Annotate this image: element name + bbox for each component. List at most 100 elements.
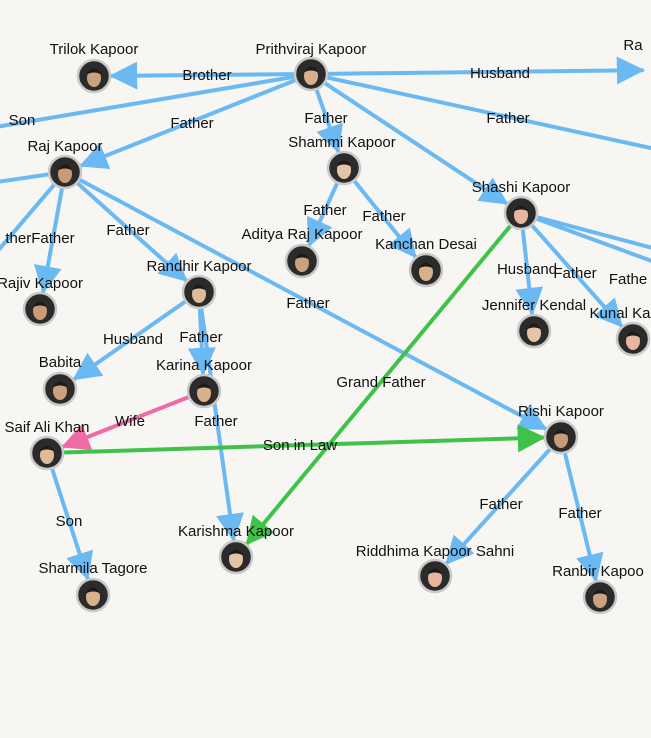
node-label-babita: Babita: [39, 354, 82, 371]
avatar-hair-icon: [553, 429, 569, 436]
node-label-ranbir: Ranbir Kapoo: [552, 563, 644, 580]
node-label-raj: Raj Kapoor: [27, 138, 102, 155]
edge-label-fathe: Fathe: [609, 271, 647, 288]
node-karina[interactable]: Karina Kapoor: [156, 357, 252, 409]
node-kanchan[interactable]: Kanchan Desai: [375, 236, 477, 288]
edge-shashi-to-karishma: [245, 223, 513, 546]
edge-label-father: Father: [170, 115, 213, 132]
edge-label-son: Son: [9, 112, 36, 129]
node-prithviraj[interactable]: Prithviraj Kapoor: [256, 41, 367, 92]
avatar-face-icon: [197, 384, 211, 402]
edge-saif-to-rishi: [60, 424, 546, 455]
node-label-trilok: Trilok Kapoor: [50, 41, 139, 58]
edge-prithviraj-to-shammi: [314, 87, 343, 154]
avatar-hair-icon: [86, 68, 102, 75]
avatar-hair-icon: [592, 589, 608, 596]
avatar-hair-icon: [418, 262, 434, 269]
edge-randhir-to-babita: [72, 299, 188, 381]
edge-shammi-to-aditya: [307, 180, 340, 248]
node-riddhima[interactable]: Riddhima Kapoor Sahni: [356, 543, 514, 594]
node-jennifer[interactable]: Jennifer Kendal: [482, 297, 586, 349]
avatar-hair-icon: [196, 383, 212, 390]
avatar-face-icon: [554, 430, 568, 448]
node-karishma[interactable]: Karishma Kapoor: [178, 523, 294, 575]
avatar-face-icon: [33, 302, 47, 320]
node-shammi[interactable]: Shammi Kapoor: [288, 134, 396, 186]
node-label-shashi: Shashi Kapoor: [472, 179, 570, 196]
node-trilok[interactable]: Trilok Kapoor: [50, 41, 139, 94]
avatar-face-icon: [40, 446, 54, 464]
edge-randhir-to-karina: [187, 305, 216, 376]
node-label-saif: Saif Ali Khan: [4, 419, 89, 436]
node-babita[interactable]: Babita: [39, 354, 82, 407]
edge-label-father: Father: [553, 265, 596, 282]
edge-label-father: Father: [303, 202, 346, 219]
edge-raj-to-left_cut: [0, 172, 52, 184]
edge-label-husband: Husband: [497, 261, 557, 278]
edge-raj-to-rishi: [77, 177, 548, 431]
edge-label-father: Father: [286, 295, 329, 312]
edge-label-therfather: therFather: [5, 230, 74, 247]
node-label-karina: Karina Kapoor: [156, 357, 252, 374]
avatar-face-icon: [337, 161, 351, 179]
edge-label-father: Father: [304, 110, 347, 127]
node-rajiv[interactable]: Rajiv Kapoor: [0, 275, 83, 327]
node-ranbir[interactable]: Ranbir Kapoo: [552, 563, 644, 615]
edge-raj-to-rajiv: [33, 185, 65, 295]
node-randhir[interactable]: Randhir Kapoor: [146, 258, 252, 310]
edge-label-father: Father: [558, 505, 601, 522]
avatar-hair-icon: [191, 284, 207, 291]
avatar-hair-icon: [39, 445, 55, 452]
node-label-aditya: Aditya Raj Kapoor: [242, 226, 363, 243]
edge-raj-to-randhir: [74, 180, 188, 282]
node-saif[interactable]: Saif Ali Khan: [4, 419, 90, 471]
node-shashi[interactable]: Shashi Kapoor: [472, 179, 570, 231]
edge-label-father: Father: [106, 222, 149, 239]
avatar-hair-icon: [526, 323, 542, 330]
node-rishi[interactable]: Rishi Kapoor: [518, 403, 604, 455]
edge-saif-to-sharmila: [49, 466, 94, 581]
avatar-face-icon: [514, 206, 528, 224]
avatar-hair-icon: [625, 331, 641, 338]
avatar-hair-icon: [52, 381, 68, 388]
avatar-face-icon: [87, 69, 101, 87]
avatar-hair-icon: [228, 549, 244, 556]
node-label-kanchan: Kanchan Desai: [375, 236, 477, 253]
avatar-hair-icon: [336, 160, 352, 167]
edge-label-husband: Husband: [103, 331, 163, 348]
edge-prithviraj-to-son_cut: [0, 74, 298, 129]
edge-shashi-to-right_cut3: [534, 215, 651, 250]
avatar-face-icon: [53, 382, 67, 400]
avatar-face-icon: [295, 254, 309, 272]
avatar-hair-icon: [513, 205, 529, 212]
avatar-face-icon: [626, 332, 640, 350]
node-kunal[interactable]: Kunal Ka: [590, 305, 651, 357]
edge-shashi-to-right_cut2: [534, 216, 651, 263]
avatar-face-icon: [192, 285, 206, 303]
avatar-hair-icon: [32, 301, 48, 308]
avatar-face-icon: [229, 550, 243, 568]
node-label-randhir: Randhir Kapoor: [146, 258, 251, 275]
node-sharmila[interactable]: Sharmila Tagore: [39, 560, 148, 613]
node-label-kunal: Kunal Ka: [590, 305, 651, 322]
node-label-riddhima: Riddhima Kapoor Sahni: [356, 543, 514, 560]
edge-label-father: Father: [362, 208, 405, 225]
edge-label-grand-father: Grand Father: [336, 374, 425, 391]
edges-layer: [0, 56, 651, 583]
node-aditya[interactable]: Aditya Raj Kapoor: [242, 226, 363, 279]
avatar-hair-icon: [427, 568, 443, 575]
edge-label-father: Father: [479, 496, 522, 513]
avatar-face-icon: [593, 590, 607, 608]
edge-prithviraj-to-trilok: [109, 61, 298, 90]
edge-shammi-to-kanchan: [352, 178, 417, 259]
edge-label-father: Father: [179, 329, 222, 346]
edge-prithviraj-to-shashi: [322, 80, 509, 206]
node-label-ra_cut: Ra: [623, 37, 643, 54]
avatar-face-icon: [527, 324, 541, 342]
avatar-hair-icon: [57, 164, 73, 171]
node-raj[interactable]: Raj Kapoor: [27, 138, 103, 190]
node-ra_cut[interactable]: Ra: [623, 37, 643, 54]
edge-prithviraj-to-right_cut: [324, 75, 651, 151]
